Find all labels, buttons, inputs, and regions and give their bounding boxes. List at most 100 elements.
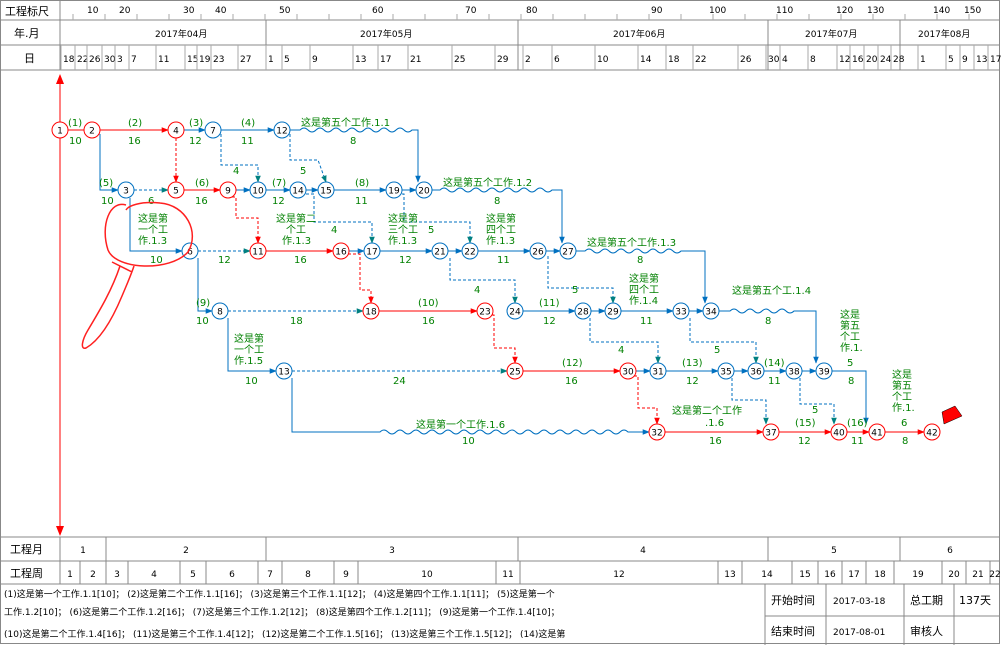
network-node[interactable]: 34: [702, 302, 720, 320]
network-node[interactable]: 41: [868, 423, 886, 441]
network-node[interactable]: 20: [415, 181, 433, 199]
scale-tick: 10: [87, 6, 99, 16]
node-label: 1: [57, 127, 63, 137]
network-node[interactable]: 19: [385, 181, 403, 199]
activity-label: (15): [795, 418, 816, 429]
day-label: 2: [525, 55, 531, 65]
activity-label: 11: [241, 136, 254, 147]
network-node[interactable]: 31: [649, 362, 667, 380]
project-week-cell: 21: [972, 570, 983, 580]
day-label: 6: [554, 55, 560, 65]
network-node[interactable]: 17: [363, 242, 381, 260]
scale-tick: 90: [651, 6, 663, 16]
network-node[interactable]: 16: [332, 242, 350, 260]
network-node[interactable]: 39: [815, 362, 833, 380]
network-node[interactable]: 25: [506, 362, 524, 380]
network-node[interactable]: 7: [204, 121, 222, 139]
network-node[interactable]: 9: [219, 181, 237, 199]
network-node[interactable]: 6: [181, 242, 199, 260]
network-node[interactable]: 37: [762, 423, 780, 441]
activity-label: 5: [572, 285, 578, 296]
activity-label: 4: [233, 166, 239, 177]
day-label: 8: [810, 55, 816, 65]
project-month-cell: 3: [389, 546, 395, 556]
activity-label: 8: [350, 136, 356, 147]
project-week-cell: 3: [114, 570, 120, 580]
network-node[interactable]: 24: [506, 302, 524, 320]
day-label: 13: [976, 55, 987, 65]
legend-line: (1)这是第一个工作.1.1[10]； (2)这是第二个工作.1.1[16]； …: [4, 588, 555, 600]
project-week-cell: 11: [502, 570, 513, 580]
day-label: 23: [213, 55, 224, 65]
node-label: 14: [292, 187, 304, 197]
node-label: 13: [278, 368, 289, 378]
network-node[interactable]: 2: [83, 121, 101, 139]
network-node[interactable]: 32: [648, 423, 666, 441]
network-node[interactable]: 18: [362, 302, 380, 320]
network-node[interactable]: 40: [830, 423, 848, 441]
network-node[interactable]: 22: [461, 242, 479, 260]
node-circle: [211, 302, 229, 320]
network-node[interactable]: 12: [273, 121, 291, 139]
network-node[interactable]: 38: [785, 362, 803, 380]
activity-label: 作.1.3: [486, 235, 515, 247]
project-week-cell: 4: [151, 570, 157, 580]
node-circle: [815, 362, 833, 380]
network-node[interactable]: 26: [529, 242, 547, 260]
activity-label: 5: [847, 358, 853, 369]
network-node[interactable]: 28: [574, 302, 592, 320]
network-node[interactable]: 23: [476, 302, 494, 320]
activity-label: 个工: [892, 391, 912, 403]
scale-tick: 150: [964, 6, 981, 16]
network-node[interactable]: 35: [717, 362, 735, 380]
network-node[interactable]: 11: [249, 242, 267, 260]
network-node[interactable]: 10: [249, 181, 267, 199]
activity-label: 16: [709, 436, 722, 447]
network-node[interactable]: 36: [747, 362, 765, 380]
network-node[interactable]: 33: [672, 302, 690, 320]
project-week-cell: 6: [229, 570, 235, 580]
node-circle: [167, 181, 185, 199]
activity-label: 4: [474, 285, 480, 296]
node-label: 22: [464, 248, 475, 258]
network-node[interactable]: 15: [317, 181, 335, 199]
network-node[interactable]: 42: [923, 423, 941, 441]
activity-label: 12: [686, 376, 699, 387]
scale-tick: 60: [372, 6, 384, 16]
network-node[interactable]: 3: [117, 181, 135, 199]
activity-label: (11): [539, 298, 560, 309]
project-week-cell: 15: [799, 570, 810, 580]
activity-label: 5: [300, 166, 306, 177]
node-circle: [785, 362, 803, 380]
node-label: 3: [123, 187, 129, 197]
activity-label: 4: [618, 345, 624, 356]
network-node[interactable]: 30: [619, 362, 637, 380]
day-label: 14: [640, 55, 652, 65]
network-node[interactable]: 1: [51, 121, 69, 139]
day-label: 21: [410, 55, 421, 65]
node-label: 33: [675, 308, 686, 318]
network-node[interactable]: 14: [289, 181, 307, 199]
node-label: 19: [388, 187, 400, 197]
network-node[interactable]: 4: [167, 121, 185, 139]
node-circle: [167, 121, 185, 139]
scale-tick: 70: [465, 6, 477, 16]
network-node[interactable]: 5: [167, 181, 185, 199]
network-node[interactable]: 21: [431, 242, 449, 260]
network-node[interactable]: 13: [275, 362, 293, 380]
network-node[interactable]: 29: [604, 302, 622, 320]
project-week-cell: 5: [190, 570, 196, 580]
node-circle: [362, 302, 380, 320]
start-time-label: 开始时间: [771, 593, 815, 607]
activity-label: 5: [428, 225, 434, 236]
project-week-cell: 14: [761, 570, 773, 580]
scale-tick: 80: [526, 6, 538, 16]
network-node[interactable]: 27: [559, 242, 577, 260]
activity-label: 8: [765, 316, 771, 327]
network-node[interactable]: 8: [211, 302, 229, 320]
activity-label: 这是: [840, 308, 860, 321]
activity-label: 11: [497, 255, 510, 266]
activity-label: (2): [128, 118, 142, 129]
